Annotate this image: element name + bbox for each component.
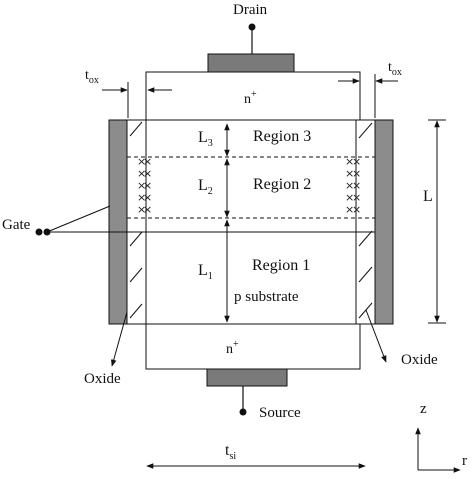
tsi-label: tsi [225,442,236,462]
oxide-left-label: Oxide [84,371,121,387]
gate-label: Gate [2,217,31,233]
tox-right-label: tox [388,60,402,78]
r-axis-label: r [462,453,467,469]
oxide-right-label: Oxide [401,352,438,368]
gate-electrode-right [374,119,394,325]
oxide-layer-left [126,119,147,325]
trap-mark: × [137,167,146,180]
trap-mark: × [143,155,152,168]
trap-mark: × [345,191,354,204]
oxide-layer-right [355,119,376,325]
drain-terminal [248,23,256,31]
trap-mark: × [345,155,354,168]
gate-terminal-a [35,228,43,236]
source-terminal [239,408,247,416]
oxide-hatch-left [129,121,143,319]
gate-lead [46,205,111,233]
trap-marks-right: × × × × × × × × × × [345,155,361,216]
trap-mark: × [137,203,146,216]
oxide-left-pointer [110,311,128,367]
l-total-label: L [423,188,433,205]
l1-label: L1 [198,262,213,282]
trap-mark: × [352,191,361,204]
source-label: Source [259,405,301,421]
trap-mark: × [137,179,146,192]
z-axis-label: z [420,401,427,417]
trap-mark: × [137,155,146,168]
trap-mark: × [345,203,354,216]
n-plus-top-label: n+ [244,89,257,107]
trap-mark: × [137,191,146,204]
trap-mark: × [143,179,152,192]
oxide-right-pointer [365,309,387,363]
l3-label: L3 [198,129,213,149]
trap-mark: × [143,203,152,216]
trap-mark: × [352,179,361,192]
drain-contact [207,53,295,73]
tox-left-label: tox [85,68,99,86]
n-plus-bottom-label: n+ [226,339,239,357]
trap-mark: × [143,191,152,204]
trap-mark: × [352,167,361,180]
trap-mark: × [345,179,354,192]
l2-label: L2 [198,177,213,197]
trap-mark: × [143,167,152,180]
region2-label: Region 2 [253,176,311,193]
trap-marks-left: × × × × × × × × × × [137,155,152,216]
gate-electrode-left [108,119,128,325]
trap-mark: × [345,167,354,180]
drain-label: Drain [233,2,268,18]
region3-label: Region 3 [253,128,311,145]
n-plus-source-region [145,323,361,370]
substrate-label: p substrate [234,289,299,305]
trap-mark: × [352,155,361,168]
region1-label: Region 1 [252,257,310,274]
trap-mark: × [352,203,361,216]
source-contact [206,368,288,387]
oxide-hatch-right [358,122,373,319]
